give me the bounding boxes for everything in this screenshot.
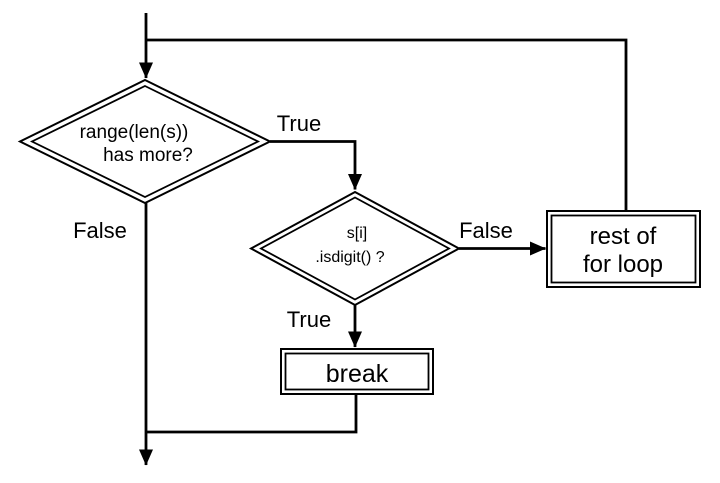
label-loop-true: True (277, 111, 321, 136)
flowchart-lines (17, 13, 701, 466)
digit-check-text-line1: s[i] (347, 225, 367, 242)
label-loop-false: False (73, 218, 127, 243)
rest-of-loop-text-line2: for loop (583, 251, 663, 278)
label-digit-true: True (287, 307, 331, 332)
decision-loop-condition-inner (29, 84, 261, 199)
loop-condition-text-line2: has more? (103, 145, 193, 166)
decision-loop-condition-outer (17, 78, 273, 205)
process-rest-of-loop-inner (550, 214, 697, 284)
rest-of-loop-text-line1: rest of (590, 223, 657, 250)
process-break-inner (284, 352, 430, 391)
edge-loopback-line (146, 38, 628, 211)
edge-loop-true-arrow (270, 140, 362, 190)
decision-digit-check (248, 190, 462, 307)
digit-check-text-line2: .isdigit() ? (315, 249, 384, 266)
process-break (280, 348, 434, 395)
label-digit-false: False (459, 218, 513, 243)
edge-break-out-line (146, 394, 358, 434)
decision-loop-condition (17, 78, 273, 205)
decision-digit-check-inner (259, 196, 451, 301)
decision-digit-check-outer (248, 190, 462, 307)
process-rest-of-loop (546, 210, 701, 288)
break-text: break (326, 360, 389, 388)
process-break-outer (280, 348, 434, 395)
loop-condition-text-line1: range(len(s)) (80, 122, 189, 143)
process-rest-of-loop-outer (546, 210, 701, 288)
